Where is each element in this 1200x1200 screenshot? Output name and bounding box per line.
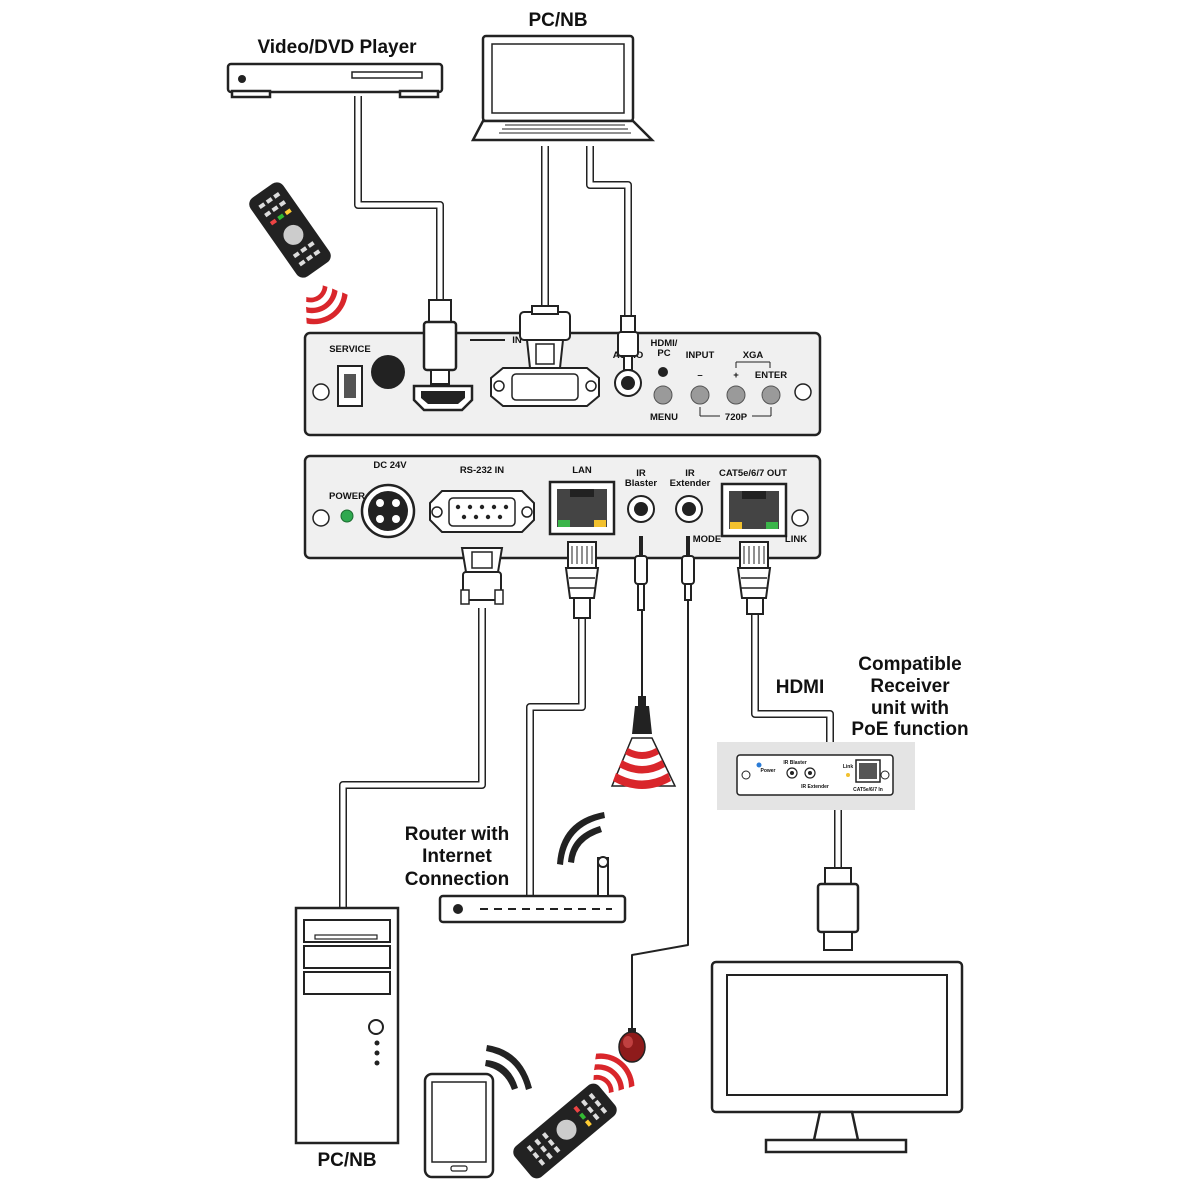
receiver-ir-extender-label: IR Extender [801, 784, 829, 790]
screw-icon [791, 509, 809, 527]
rs232-plug [460, 547, 504, 605]
tv-display [710, 960, 964, 1154]
receiver-label-4: PoE function [851, 719, 968, 740]
plus-label: + [733, 370, 739, 381]
xga-label: XGA [743, 350, 764, 361]
cables [339, 96, 842, 1030]
lan-plug [564, 541, 600, 619]
router-label-3: Connection [405, 869, 510, 890]
hdmi-cable-label: HDMI [776, 677, 825, 698]
receiver-link-led [846, 773, 850, 777]
ir-extender-eye [618, 1028, 646, 1063]
service-label: SERVICE [329, 344, 371, 355]
screw-icon [794, 383, 812, 401]
lan-label: LAN [572, 465, 592, 476]
wifi-signal-router-icon [557, 812, 605, 865]
pc-tower-label: PC/NB [317, 1150, 376, 1171]
menu-label: MENU [650, 412, 678, 423]
cat-plug [736, 541, 772, 615]
cable-rs232-inner [340, 608, 485, 908]
router-power-icon [453, 904, 463, 914]
router: Router with Internet Connection [405, 824, 627, 924]
input-group-label: IN [512, 335, 522, 346]
ir-extender-plug [681, 536, 695, 601]
remote-bottom [513, 1083, 617, 1179]
enter-button [761, 385, 781, 405]
dvd-player-label: Video/DVD Player [257, 37, 417, 58]
hdmi-plug-top [422, 299, 458, 385]
ir-blaster-label-1: IR [636, 468, 646, 479]
pc-power-button [368, 1019, 384, 1035]
service-button [371, 355, 405, 389]
link-label: LINK [785, 534, 807, 545]
ir-blaster-label-2: Blaster [625, 478, 658, 489]
input-minus-button [690, 385, 710, 405]
cable-laptop-audio-inner [587, 146, 631, 316]
remote-top [249, 182, 331, 278]
power-label: POWER [329, 491, 365, 502]
hdmi-pc-label-2: PC [657, 348, 670, 359]
hdmi-pc-led [658, 367, 668, 377]
ir-extender-label-2: Extender [670, 478, 711, 489]
router-label-1: Router with [405, 824, 510, 845]
cable-ir-extender [631, 600, 689, 1030]
receiver-label-2: Receiver [870, 676, 950, 697]
laptop-top-label: PC/NB [528, 10, 587, 31]
audio-plug-top [617, 315, 639, 371]
dvd-power-icon [238, 75, 246, 83]
vga-plug-top [519, 305, 571, 369]
receiver-link-label: Link [843, 764, 853, 770]
router-label-2: Internet [422, 846, 492, 867]
receiver-label-1: Compatible [858, 654, 961, 675]
screw-icon [880, 770, 890, 780]
laptop-top: PC/NB [470, 10, 656, 142]
ir-signal-bottom-icon [593, 1053, 635, 1094]
ir-blaster-plug [634, 536, 648, 611]
ir-blaster-emitter [632, 696, 652, 734]
hdmi-pc-label-1: HDMI/ [651, 338, 678, 349]
receiver-ir-blaster-label: IR Blaster [783, 760, 806, 766]
cable-lan-inner [527, 618, 585, 896]
mode-label: MODE [693, 534, 722, 545]
pc-tower: PC/NB [294, 906, 400, 1171]
minus-label: – [697, 370, 702, 381]
cable-dvd-hdmi-inner [355, 96, 443, 300]
power-led [340, 509, 354, 523]
p720-label: 720P [725, 412, 748, 423]
ir-extender-label-1: IR [685, 468, 695, 479]
screw-icon [741, 770, 751, 780]
tablet-home-button [450, 1165, 468, 1172]
dc24v-label: DC 24V [373, 460, 407, 471]
transmitter-front-panel: SERVICE IN AUDIO HDMI/ PC INPUT – XGA + … [303, 299, 822, 437]
plus-button [726, 385, 746, 405]
dvd-player: Video/DVD Player [226, 37, 444, 99]
enter-label: ENTER [755, 370, 787, 381]
ir-signal-blaster-icon [610, 737, 677, 789]
cable-laptop-audio [586, 146, 632, 316]
cat-out-label: CAT5e/6/7 OUT [719, 468, 787, 479]
laptop-keyboard-icon [499, 124, 631, 134]
receiver-cat-label: CAT5e/6/7 In [853, 787, 883, 793]
cable-dvd-hdmi [354, 96, 444, 300]
screw-icon [312, 509, 330, 527]
ir-signal-top-icon [306, 285, 348, 325]
input-label: INPUT [686, 350, 715, 361]
dvd-tray [351, 71, 423, 79]
hdmi-plug-tv [816, 867, 860, 951]
receiver-label-3: unit with [871, 698, 949, 719]
screw-icon [312, 383, 330, 401]
cable-cat-inner [752, 612, 833, 742]
receiver-unit: Power IR Blaster IR Extender Link CAT5e/… [717, 742, 915, 810]
wifi-signal-tablet-icon [485, 1045, 532, 1090]
receiver-power-label: Power [760, 768, 775, 774]
receiver-power-led [756, 762, 762, 768]
rs232-label: RS-232 IN [460, 465, 504, 476]
menu-button [653, 385, 673, 405]
transmitter-rear-panel: DC 24V POWER RS-232 IN LAN IR Blaster IR… [303, 454, 822, 619]
tablet [423, 1072, 495, 1179]
